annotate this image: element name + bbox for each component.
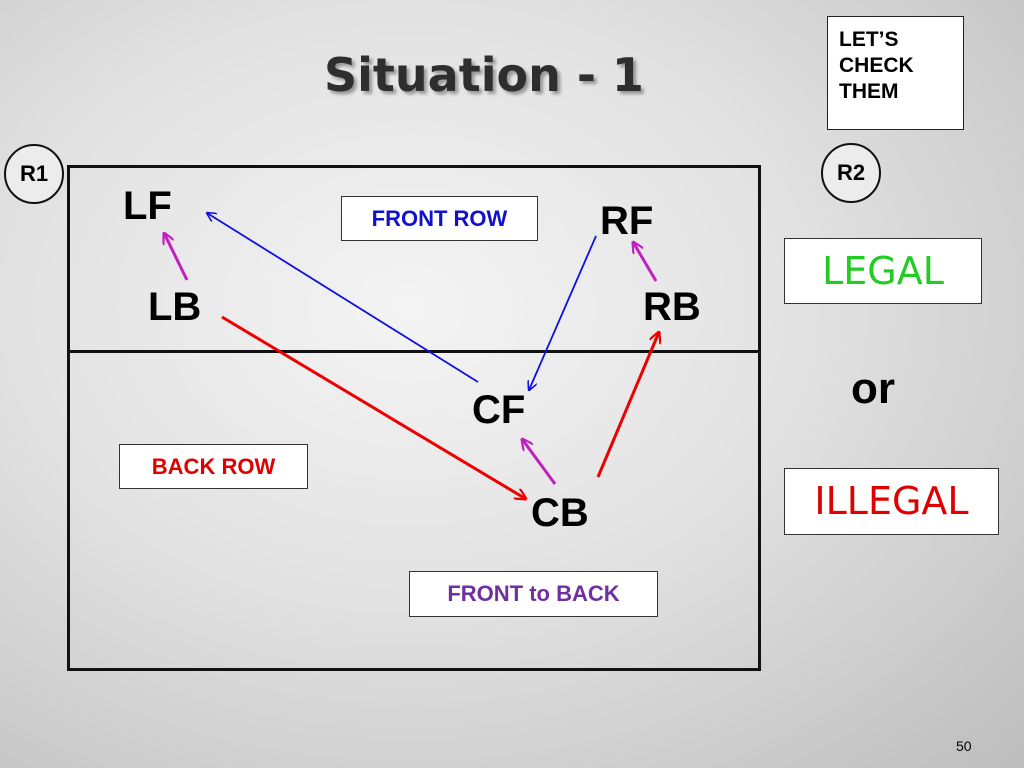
position-cb: CB — [531, 491, 589, 535]
arrow-cf-to-lf — [207, 213, 479, 383]
arrow-lb-to-cb — [221, 315, 526, 499]
check-box-line: CHECK — [839, 54, 914, 77]
court-center-line — [67, 350, 761, 353]
check-box-line: LET’S — [839, 28, 899, 51]
back-row-label: BACK ROW — [119, 444, 308, 489]
or-text: or — [851, 364, 895, 413]
arrow-rf-to-cf — [529, 235, 597, 390]
court-outline — [67, 165, 761, 671]
front-row-label: FRONT ROW — [341, 196, 538, 241]
arrow-cb-to-cf — [522, 439, 557, 485]
arrow-rb-to-rf — [633, 242, 658, 282]
page-number: 50 — [956, 738, 972, 754]
legal-option: LEGAL — [784, 238, 982, 304]
position-lf: LF — [123, 184, 172, 228]
check-box-line: THEM — [839, 80, 899, 103]
slide-title: Situation - 1 — [324, 48, 644, 102]
position-cf: CF — [472, 388, 526, 432]
illegal-option: ILLEGAL — [784, 468, 999, 535]
arrow-lb-to-lf — [164, 233, 189, 281]
position-rf: RF — [600, 199, 654, 243]
referee-r1-badge: R1 — [4, 144, 64, 204]
position-lb: LB — [148, 285, 202, 329]
referee-r2-badge: R2 — [821, 143, 881, 203]
front-to-back-label: FRONT to BACK — [409, 571, 658, 617]
position-rb: RB — [643, 285, 701, 329]
arrow-cb-to-rb — [596, 332, 659, 478]
lets-check-them-box: LET’S CHECK THEM — [827, 16, 964, 130]
